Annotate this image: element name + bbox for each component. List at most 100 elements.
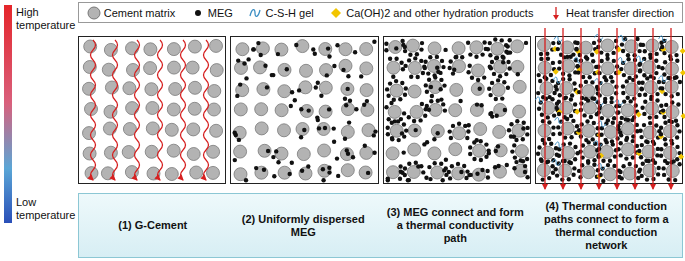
meg-particle <box>494 97 498 101</box>
cement-particle <box>410 105 423 118</box>
meg-particle <box>557 154 561 158</box>
meg-particle <box>406 178 410 182</box>
cement-particle <box>646 102 659 115</box>
meg-particle <box>551 171 555 175</box>
meg-particle <box>476 78 480 82</box>
meg-particle <box>402 150 406 154</box>
meg-particle <box>675 59 679 63</box>
meg-particle <box>585 119 589 123</box>
meg-particle <box>485 169 489 173</box>
meg-particle <box>626 53 630 57</box>
meg-particle <box>467 123 471 127</box>
meg-particle <box>425 90 429 94</box>
meg-particle <box>327 107 331 111</box>
cement-particle <box>299 167 312 180</box>
meg-particle <box>404 128 408 132</box>
cement-particle <box>665 40 678 53</box>
meg-particle <box>403 173 407 177</box>
meg-particle <box>509 122 513 126</box>
meg-particle <box>591 137 595 141</box>
meg-particle <box>439 162 443 166</box>
meg-particle <box>645 76 649 80</box>
heat-path <box>113 40 118 180</box>
meg-particle <box>302 128 306 132</box>
meg-particle <box>639 135 643 139</box>
meg-particle <box>451 71 455 75</box>
cement-particle <box>208 85 221 98</box>
cement-particle <box>299 81 312 94</box>
meg-particle <box>555 173 559 177</box>
hydration-product <box>681 113 685 119</box>
cement-particle <box>562 59 575 72</box>
cement-particle <box>210 124 223 137</box>
meg-particle <box>468 52 472 56</box>
meg-particle <box>419 47 423 51</box>
cement-particle <box>278 124 291 137</box>
meg-particle <box>654 59 658 63</box>
meg-particle <box>624 138 628 142</box>
meg-particle <box>400 39 404 43</box>
meg-particle <box>624 117 628 121</box>
meg-particle <box>233 158 237 162</box>
meg-particle <box>262 168 266 172</box>
csh-gel <box>615 99 623 105</box>
heat-arrow <box>544 28 545 189</box>
meg-particle <box>672 159 676 163</box>
meg-particle <box>667 177 671 181</box>
cement-particle <box>408 61 421 74</box>
meg-particle <box>488 65 492 69</box>
cement-particle <box>360 62 373 75</box>
meg-particle <box>394 46 398 50</box>
cement-particle <box>145 145 158 158</box>
meg-particle <box>568 141 572 145</box>
cement-particle <box>601 83 614 96</box>
cement-particle <box>362 124 375 137</box>
meg-particle <box>458 99 462 103</box>
meg-particle <box>475 172 479 176</box>
meg-particle <box>551 132 555 136</box>
meg-particle <box>439 87 443 91</box>
cement-particle <box>431 166 444 179</box>
meg-particle <box>551 125 555 129</box>
meg-particle <box>620 42 624 46</box>
cement-particle <box>601 39 614 52</box>
meg-particle <box>670 94 674 98</box>
meg-particle <box>441 102 445 106</box>
meg-particle <box>664 142 668 146</box>
meg-particle <box>235 94 239 98</box>
meg-particle <box>400 131 404 135</box>
meg-particle <box>266 149 270 153</box>
meg-particle <box>409 75 413 79</box>
meg-particle <box>433 75 437 79</box>
legend-item: MEG <box>191 6 233 20</box>
meg-particle <box>490 60 494 64</box>
heat-arrow <box>634 28 635 189</box>
meg-particle <box>512 166 516 170</box>
meg-particle <box>346 87 350 91</box>
meg-particle <box>574 47 578 51</box>
meg-particle <box>454 55 458 59</box>
meg-particle <box>573 145 577 149</box>
meg-particle <box>648 121 652 125</box>
cement-particle <box>513 105 526 118</box>
cement-particle <box>188 102 201 115</box>
meg-particle <box>422 142 426 146</box>
cement-particle <box>167 43 180 56</box>
meg-particle <box>676 92 680 96</box>
meg-particle <box>512 143 516 147</box>
meg-particle <box>507 66 511 70</box>
meg-particle <box>640 143 644 147</box>
meg-particle <box>503 108 507 112</box>
meg-particle <box>640 106 644 110</box>
meg-particle <box>504 72 508 76</box>
temperature-label: High temperature <box>16 6 78 32</box>
meg-particle <box>479 158 483 162</box>
meg-particle <box>252 47 256 51</box>
meg-particle <box>619 133 623 137</box>
meg-particle <box>502 80 506 84</box>
cement-particle <box>341 164 354 177</box>
csh-gel <box>594 79 602 85</box>
legend-item: Cement matrix <box>87 6 176 20</box>
meg-particle <box>390 136 394 140</box>
cement-particle <box>538 38 551 51</box>
